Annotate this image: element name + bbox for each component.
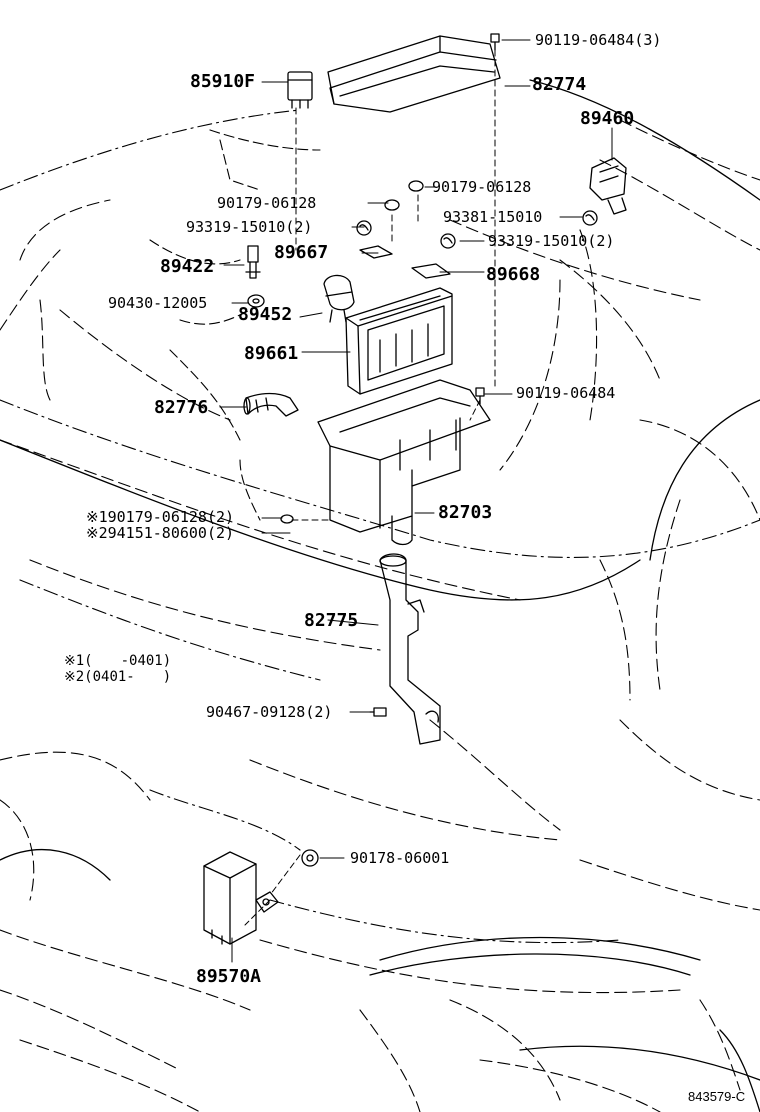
note-2: ※2(0401- ) — [64, 669, 172, 685]
label-82775: 82775 — [304, 610, 359, 631]
label-82774: 82774 — [532, 74, 587, 95]
washer-icon — [247, 294, 265, 308]
relay-icon — [287, 71, 313, 109]
label-294151-80600: ※294151-80600(2) — [86, 524, 235, 542]
vehicle-body-contours — [0, 109, 760, 1112]
label-82776: 82776 — [154, 397, 209, 418]
bolt-icon — [490, 33, 500, 51]
drain-hose-82775 — [379, 553, 441, 745]
label-89422: 89422 — [160, 256, 215, 277]
bulb-socket-89452 — [323, 274, 355, 323]
label-82703: 82703 — [438, 502, 493, 523]
bolt-icon-2 — [475, 387, 485, 405]
ecu-icon — [345, 287, 453, 395]
label-90119-06484-3: 90119-06484(3) — [535, 31, 662, 49]
note-1: ※1( -0401) — [64, 653, 172, 669]
label-90179-06128-b: 90179-06128 — [432, 178, 532, 196]
bracket-89668 — [411, 263, 451, 279]
reference-code: 843579-C — [688, 1089, 746, 1104]
label-89570A: 89570A — [196, 966, 262, 987]
hose-82776 — [243, 392, 299, 417]
connector-89460 — [589, 157, 627, 215]
label-90119-06484: 90119-06484 — [516, 384, 616, 402]
label-93381-15010: 93381-15010 — [443, 208, 543, 226]
label-89667: 89667 — [274, 242, 329, 263]
nut-icon — [384, 180, 424, 211]
label-190179-06128: ※190179-06128(2) — [86, 508, 235, 526]
label-93319-15010-a: 93319-15010(2) — [186, 218, 313, 236]
module-89570A — [203, 851, 279, 945]
leader-lines — [219, 39, 613, 963]
label-89460: 89460 — [580, 108, 635, 129]
vehicle-body-edges — [0, 79, 760, 1112]
sensor-icon — [245, 245, 261, 279]
label-90179-06128-a: 90179-06128 — [217, 194, 317, 212]
label-89668: 89668 — [486, 264, 541, 285]
label-90467-09128: 90467-09128(2) — [206, 703, 333, 721]
relay-box-82703 — [317, 379, 491, 546]
nut-icon-4 — [301, 849, 319, 867]
label-89661: 89661 — [244, 343, 299, 364]
nut-icon-3 — [280, 514, 294, 524]
label-90430-12005: 90430-12005 — [108, 294, 208, 312]
relay-box-cover — [327, 35, 501, 113]
bolt-icon-3 — [369, 707, 387, 717]
label-93319-15010-b: 93319-15010(2) — [488, 232, 615, 250]
label-89452: 89452 — [238, 304, 293, 325]
label-85910F: 85910F — [190, 71, 256, 92]
bracket-89667 — [359, 245, 393, 259]
label-90178-06001: 90178-06001 — [350, 849, 450, 867]
assembly-lines — [244, 49, 496, 926]
clip-icon — [356, 210, 598, 249]
